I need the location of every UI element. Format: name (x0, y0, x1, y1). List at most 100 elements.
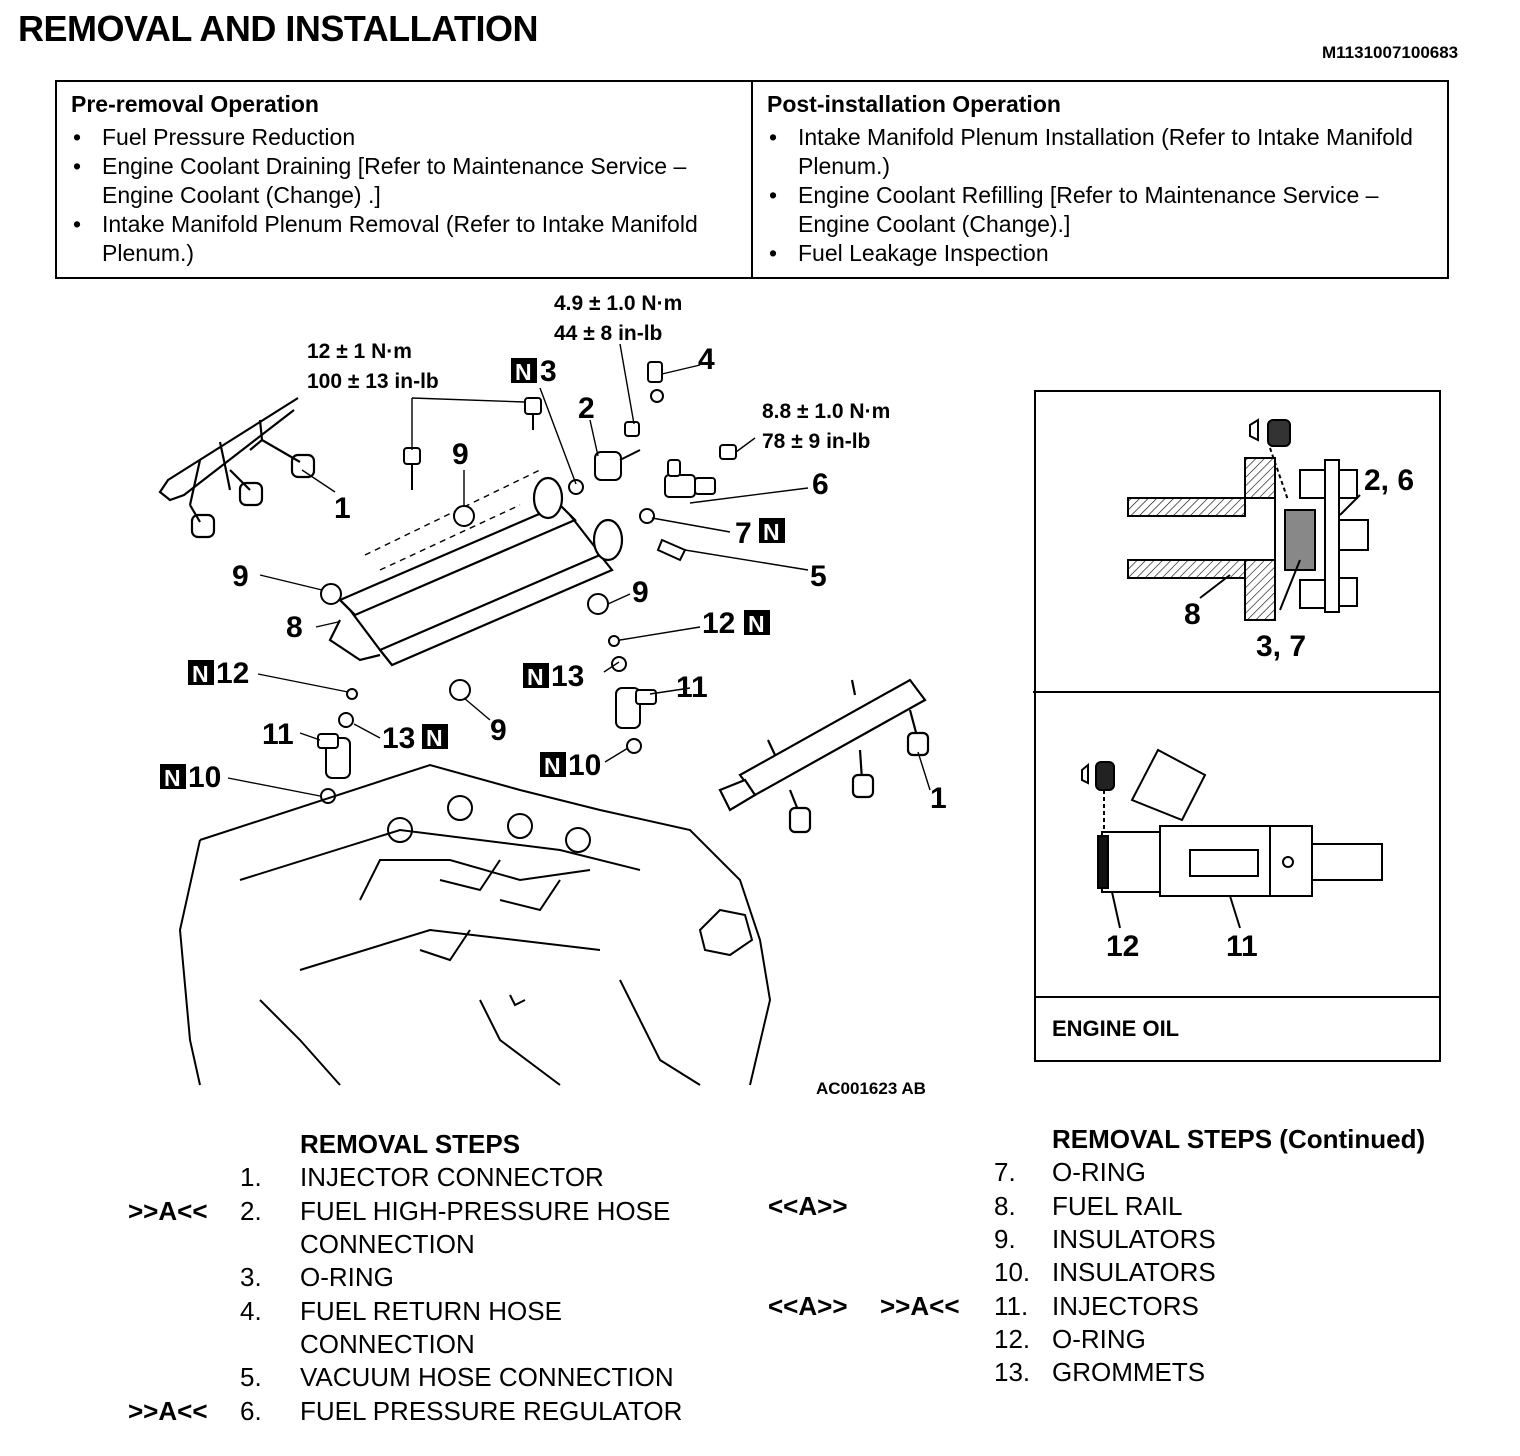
step-number: 4. (240, 1296, 262, 1326)
new-part-badge (422, 724, 448, 749)
install-ref: >>A<< (880, 1291, 960, 1321)
step-number: 11. (994, 1291, 1029, 1321)
removal-ref: <<A>> (768, 1291, 848, 1321)
torque-label: 8.8 ± 1.0 N·m (762, 400, 890, 423)
torque-label: 44 ± 8 in-lb (554, 322, 662, 345)
step-text: CONNECTION (300, 1329, 475, 1359)
leader-lines (227, 343, 931, 797)
detail-label: 8 (1184, 598, 1201, 631)
detail-label: 12 (1106, 930, 1139, 963)
new-part-badge-label: N (748, 611, 765, 637)
injector-harness-right (718, 678, 930, 834)
step-text: GROMMETS (1052, 1357, 1206, 1387)
pre-removal-column: Pre-removal Operation Fuel Pressure Redu… (71, 90, 761, 268)
pre-removal-heading: Pre-removal Operation (71, 91, 319, 117)
torque-label: 4.9 ± 1.0 N·m (554, 292, 682, 315)
callout-9: 9 (232, 560, 249, 593)
step-number: 2. (240, 1196, 262, 1226)
step-text: O-RING (1052, 1324, 1146, 1354)
step-text: FUEL PRESSURE REGULATOR (300, 1396, 683, 1426)
step-text: VACUUM HOSE CONNECTION (300, 1362, 674, 1392)
step-number: 7. (994, 1157, 1016, 1187)
callout-8: 8 (286, 611, 303, 644)
callout-11: 11 (676, 671, 708, 704)
callout-13: 13 (551, 660, 584, 693)
post-installation-heading: Post-installation Operation (767, 91, 1061, 117)
install-ref: >>A<< (128, 1196, 208, 1226)
step-text: INJECTOR CONNECTOR (300, 1162, 604, 1192)
exploded-view-figure: 4.9 ± 1.0 N·m 44 ± 8 in-lb 12 ± 1 N·m 10… (158, 292, 1441, 1098)
torque-label: 78 ± 9 in-lb (762, 430, 870, 453)
step-text: CONNECTION (300, 1229, 475, 1259)
new-part-badge-label: N (426, 725, 443, 751)
callout-4: 4 (698, 343, 715, 376)
engine-block-sketch (178, 763, 772, 1086)
detail-footer: ENGINE OIL (1052, 1016, 1179, 1041)
new-part-badge (511, 358, 537, 383)
detail-box (1033, 390, 1441, 1062)
step-text: INSULATORS (1052, 1257, 1216, 1287)
step-number: 10. (994, 1257, 1031, 1287)
operations-table: Pre-removal Operation Fuel Pressure Redu… (55, 80, 1449, 279)
steps-heading: REMOVAL STEPS (300, 1129, 521, 1159)
new-part-badge-label: N (515, 359, 532, 385)
step-number: 6. (240, 1396, 262, 1426)
callout-2: 2 (578, 392, 595, 425)
callout-3: 3 (540, 355, 557, 388)
torque-label: 12 ± 1 N·m (307, 340, 412, 363)
detail-injector (1081, 748, 1383, 929)
small-parts (320, 361, 737, 804)
new-part-badge-label: N (544, 753, 561, 779)
table-divider (751, 80, 753, 279)
callout-11: 11 (262, 718, 294, 751)
new-part-badge-label: N (164, 765, 181, 791)
callout-10: 10 (188, 761, 221, 794)
new-part-badge (744, 610, 770, 635)
post-installation-column: Post-installation Operation Intake Manif… (767, 90, 1427, 268)
pre-removal-item: Intake Manifold Plenum Removal (Refer to… (71, 210, 761, 268)
step-text: FUEL HIGH-PRESSURE HOSE (300, 1196, 671, 1226)
steps-heading-continued: REMOVAL STEPS (Continued) (1052, 1124, 1426, 1154)
pre-removal-item: Fuel Pressure Reduction (71, 123, 761, 152)
step-number: 13. (994, 1357, 1031, 1387)
callout-1: 1 (930, 782, 947, 815)
callout-6: 6 (812, 468, 829, 501)
torque-label: 100 ± 13 in-lb (307, 370, 439, 393)
injector-harness-left (158, 397, 316, 539)
removal-ref: <<A>> (768, 1191, 848, 1221)
pre-removal-item: Engine Coolant Draining [Refer to Mainte… (71, 152, 761, 210)
step-text: INSULATORS (1052, 1224, 1216, 1254)
figure-code: AC001623 AB (816, 1079, 926, 1098)
detail-label: 11 (1226, 930, 1258, 963)
callout-9: 9 (490, 714, 507, 747)
new-part-badge (759, 518, 785, 543)
new-part-badge-label: N (763, 519, 780, 545)
callout-9: 9 (632, 576, 649, 609)
install-ref: >>A<< (128, 1396, 208, 1426)
detail-fuel-rail-section (1127, 418, 1369, 621)
step-number: 12. (994, 1324, 1031, 1354)
callout-1: 1 (334, 492, 351, 525)
detail-label: 3, 7 (1256, 630, 1306, 663)
post-installation-item: Engine Coolant Refilling [Refer to Maint… (767, 181, 1427, 239)
removal-steps: REMOVAL STEPS REMOVAL STEPS (Continued) … (0, 1120, 1520, 1450)
fuel-rail (328, 469, 624, 667)
callout-12: 12 (216, 657, 249, 690)
callout-13: 13 (382, 722, 415, 755)
callout-12: 12 (702, 607, 735, 640)
step-text: FUEL RETURN HOSE (300, 1296, 562, 1326)
step-number: 8. (994, 1191, 1016, 1221)
step-text: FUEL RAIL (1052, 1191, 1183, 1221)
injector-left (317, 733, 351, 779)
new-part-badge (188, 660, 214, 685)
new-part-badge (540, 752, 566, 777)
new-part-badge (523, 663, 549, 688)
new-part-badge-label: N (192, 661, 209, 687)
callout-9: 9 (452, 438, 469, 471)
post-installation-item: Intake Manifold Plenum Installation (Ref… (767, 123, 1427, 181)
step-text: O-RING (300, 1262, 394, 1292)
step-text: INJECTORS (1052, 1291, 1199, 1321)
detail-label: 2, 6 (1364, 464, 1414, 497)
page-title: REMOVAL AND INSTALLATION (18, 8, 538, 49)
step-number: 5. (240, 1362, 262, 1392)
